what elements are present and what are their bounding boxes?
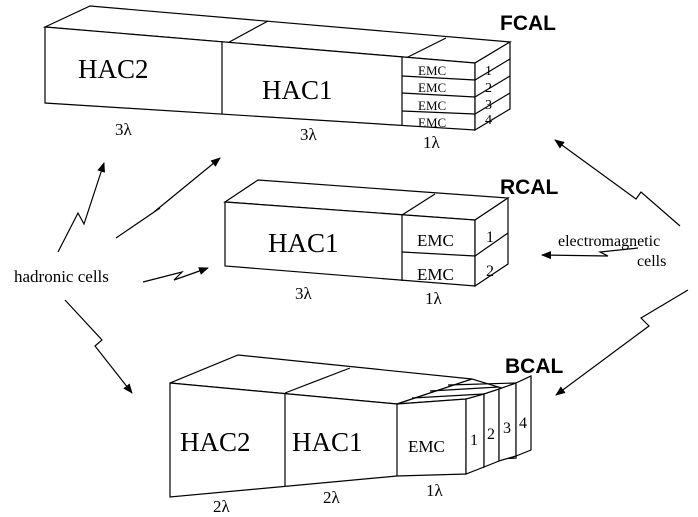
- bcal-emc-num-2: 2: [487, 426, 495, 443]
- bcal-emc-num-1: 1: [470, 432, 478, 449]
- bcal-emc-label: EMC: [408, 437, 445, 456]
- em-arrow-to-bcal: [555, 289, 689, 396]
- rcal-length-hac1: 3λ: [295, 284, 313, 303]
- fcal-emc-1-label: EMC: [418, 63, 446, 78]
- bcal-title: BCAL: [505, 355, 563, 378]
- hadronic-arrow-to-fcal-hac2: [57, 162, 105, 253]
- rcal-emc-2-label: EMC: [417, 265, 454, 284]
- em-arrow-to-fcal: [554, 139, 681, 227]
- fcal-emc-num-2: 2: [485, 81, 492, 96]
- bcal-emc-num-4: 4: [519, 415, 527, 432]
- electromagnetic-arrows: [541, 139, 689, 396]
- bcal-length-hac2: 2λ: [213, 497, 231, 516]
- fcal-emc-num-4: 4: [485, 113, 492, 128]
- rcal-length-emc: 1λ: [425, 289, 443, 308]
- bcal-length-emc: 1λ: [426, 481, 444, 500]
- fcal-hac1-label: HAC1: [262, 75, 333, 105]
- bcal-length-hac1: 2λ: [323, 488, 341, 507]
- hadronic-arrows: [57, 157, 221, 394]
- fcal-emc-num-3: 3: [485, 98, 492, 113]
- fcal-emc-num-1: 1: [485, 64, 492, 79]
- rcal-emc-num-1: 1: [486, 229, 494, 246]
- fcal-length-hac2: 3λ: [115, 120, 133, 139]
- fcal-emc-2-label: EMC: [418, 80, 446, 95]
- electromagnetic-cells-label-line1: electromagnetic: [558, 233, 660, 250]
- hadronic-arrow-to-rcal: [142, 267, 209, 283]
- bcal-hac1-label: HAC1: [292, 427, 363, 457]
- fcal-length-emc: 1λ: [423, 133, 441, 152]
- rcal-emc-num-2: 2: [486, 263, 494, 280]
- rcal-module: RCAL HAC1 EMC EMC 1 2 3λ 1λ: [223, 176, 558, 308]
- hadronic-arrow-to-fcal-hac1: [115, 157, 221, 239]
- bcal-emc-num-3: 3: [503, 420, 511, 437]
- hadronic-cells-label: hadronic cells: [14, 267, 109, 286]
- fcal-emc-3-label: EMC: [418, 98, 446, 113]
- hadronic-arrow-to-bcal: [64, 299, 133, 394]
- rcal-hac1-label: HAC1: [268, 228, 339, 258]
- fcal-title: FCAL: [500, 12, 556, 35]
- rcal-title: RCAL: [500, 176, 558, 199]
- fcal-module: FCAL HAC2 HAC1 EMC EMC EMC EMC 1 2 3 4 3…: [42, 5, 556, 152]
- fcal-hac2-label: HAC2: [78, 54, 149, 84]
- fcal-length-hac1: 3λ: [300, 125, 318, 144]
- bcal-hac2-label: HAC2: [180, 427, 251, 457]
- rcal-emc-1-label: EMC: [417, 231, 454, 250]
- bcal-module: BCAL HAC2 HAC1 EMC 1 2 3 4 2λ 2λ 1λ: [169, 354, 563, 516]
- electromagnetic-cells-label-line2: cells: [637, 253, 666, 270]
- em-arrow-to-rcal: [541, 247, 639, 260]
- fcal-emc-4-label: EMC: [418, 115, 446, 130]
